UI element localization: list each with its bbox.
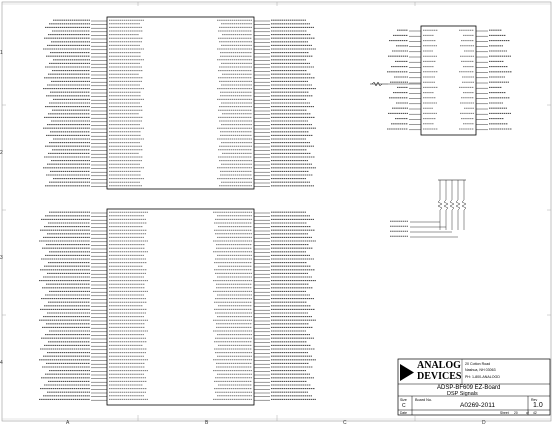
- column-label: D: [482, 420, 486, 426]
- of-value: 42: [533, 411, 537, 415]
- of-label: of: [526, 411, 529, 415]
- resistor: [443, 199, 449, 211]
- resistor: [455, 199, 461, 211]
- row-label: 3: [0, 255, 3, 261]
- row-label: 4: [0, 360, 3, 366]
- column-label: A: [66, 420, 70, 426]
- resistor: [437, 199, 443, 211]
- board-no-label: Board No.: [415, 398, 433, 402]
- address-line2: Nashua, NH 03063: [465, 368, 496, 372]
- ic-block-right: [387, 25, 512, 136]
- address-line1: 20 Cotton Road: [465, 362, 491, 366]
- ic-block-upper: [43, 16, 316, 190]
- row-label: 1: [0, 50, 3, 56]
- row-label: 2: [0, 150, 3, 156]
- rev-label: Rev: [531, 398, 538, 402]
- signal-element: [370, 81, 421, 87]
- resistor-network: [390, 179, 467, 238]
- title-block: [397, 358, 551, 416]
- column-label: C: [343, 420, 347, 426]
- sheet-label: Sheet: [500, 411, 509, 415]
- size-label: Size: [400, 398, 407, 402]
- resistor: [449, 199, 455, 211]
- sheet-title: DSP Signals: [447, 391, 478, 397]
- board-no: A0269-2011: [460, 402, 495, 409]
- date-label: Date: [400, 411, 407, 415]
- board-title: ADSP-BF609 EZ-Board: [437, 385, 501, 391]
- sheet-value: 20: [514, 411, 518, 415]
- company-name-line1: ANALOG: [417, 360, 461, 371]
- resistor: [461, 199, 467, 211]
- company-name-line2: DEVICES: [417, 371, 462, 382]
- size-value: C: [402, 403, 406, 409]
- address-line3: PH: 1-800-ANALOGD: [465, 375, 500, 379]
- rev-value: 1.0: [533, 402, 543, 409]
- analog-devices-logo: [400, 364, 414, 381]
- column-label: B: [205, 420, 209, 426]
- ic-block-lower: [39, 208, 316, 406]
